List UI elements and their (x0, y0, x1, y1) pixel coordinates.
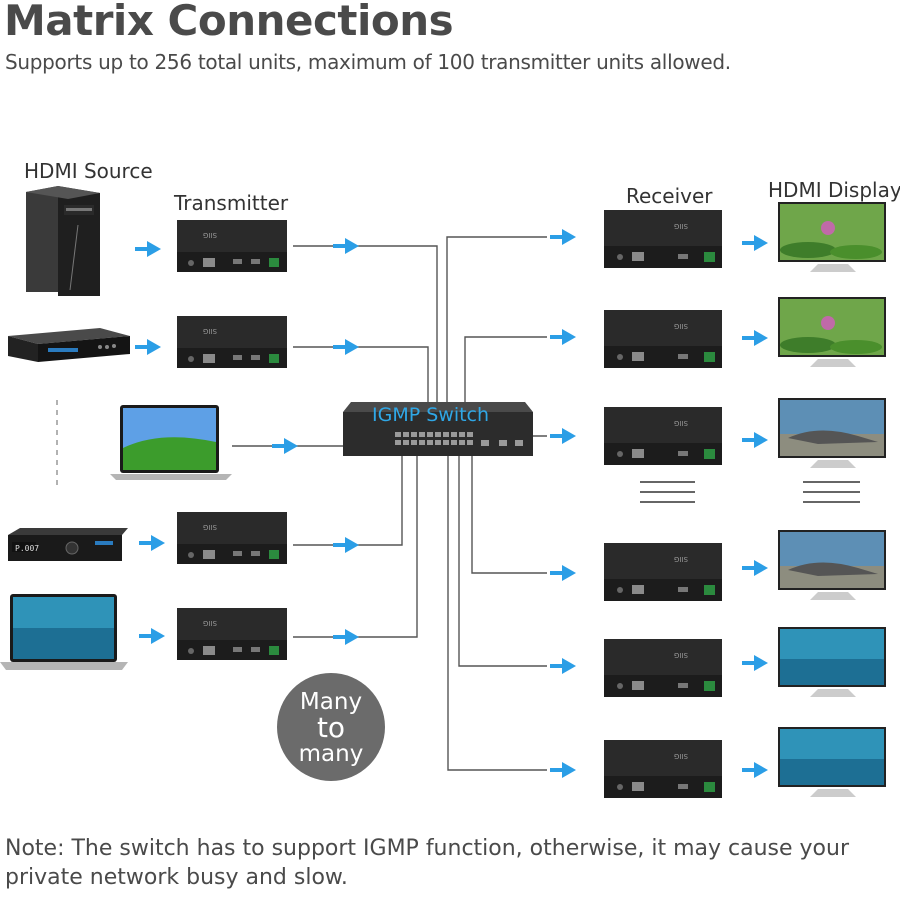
arrow-right-icon (550, 428, 576, 444)
receiver-unit-icon: SIIG (604, 210, 722, 268)
arrow-right-icon (333, 537, 359, 553)
set-top-box-display: P.007 (15, 544, 39, 553)
badge-line-2: to (316, 711, 346, 744)
brand-logo: SIIG (203, 231, 217, 239)
arrow-right-icon (333, 339, 359, 355)
receiver-unit-icon: SIIG (604, 543, 722, 601)
monitor-icon (778, 627, 886, 697)
arrow-right-icon (742, 655, 768, 671)
arrow-right-icon (333, 629, 359, 645)
wire-tx-4 (293, 455, 403, 546)
monitor-icon (778, 530, 886, 600)
arrow-right-icon (135, 241, 161, 257)
wire-tx-1 (293, 245, 438, 412)
arrow-right-icon (550, 229, 576, 245)
receiver-unit-icon: SIIG (604, 639, 722, 697)
monitor-icon (778, 297, 886, 367)
arrow-right-icon (550, 329, 576, 345)
arrow-right-icon (139, 535, 165, 551)
brand-logo: SIIG (674, 222, 688, 230)
label-receiver: Receiver (626, 184, 713, 208)
monitor-icon (778, 398, 886, 468)
brand-logo: SIIG (203, 327, 217, 335)
arrow-right-icon (550, 762, 576, 778)
arrow-right-icon (742, 432, 768, 448)
wire-rx-4 (471, 455, 547, 574)
many-to-many-badge: Many to many (277, 673, 385, 781)
footnote: Note: The switch has to support IGMP fun… (5, 836, 850, 890)
label-transmitter: Transmitter (174, 191, 289, 215)
brand-logo: SIIG (674, 419, 688, 427)
brand-logo: SIIG (203, 619, 217, 627)
wire-rx-6 (447, 455, 547, 771)
arrow-right-icon (272, 438, 298, 454)
page-subtitle: Supports up to 256 total units, maximum … (5, 50, 731, 74)
wire-rx-5 (458, 455, 547, 667)
transmitter-unit-icon: SIIG (177, 512, 287, 564)
set-top-box-icon: P.007 (8, 528, 128, 561)
transmitter-unit-icon: SIIG (177, 220, 287, 272)
wire-rx-2 (464, 336, 547, 412)
arrow-right-icon (742, 330, 768, 346)
arrow-right-icon (742, 560, 768, 576)
laptop-icon (0, 594, 128, 670)
network-switch-icon (343, 402, 533, 456)
transmitter-unit-icon: SIIG (177, 608, 287, 660)
arrow-right-icon (742, 762, 768, 778)
receiver-unit-icon: SIIG (604, 310, 722, 368)
arrow-right-icon (135, 339, 161, 355)
monitor-icon (778, 727, 886, 797)
arrow-right-icon (742, 235, 768, 251)
brand-logo: SIIG (674, 752, 688, 760)
brand-logo: SIIG (203, 523, 217, 531)
label-hdmi-display: HDMI Display (768, 178, 900, 202)
brand-logo: SIIG (674, 555, 688, 563)
laptop-icon (110, 405, 232, 480)
tower-pc-icon (26, 186, 100, 296)
arrow-right-icon (333, 238, 359, 254)
arrow-right-icon (550, 658, 576, 674)
arrow-right-icon (139, 628, 165, 644)
page-title: Matrix Connections (4, 0, 454, 45)
dvd-player-icon (8, 328, 130, 362)
brand-logo: SIIG (674, 651, 688, 659)
badge-line-1: Many (299, 689, 363, 715)
brand-logo: SIIG (674, 322, 688, 330)
monitor-icon (778, 202, 886, 272)
receiver-unit-icon: SIIG (604, 407, 722, 465)
transmitter-unit-icon: SIIG (177, 316, 287, 368)
switch-label: IGMP Switch (372, 404, 490, 426)
arrow-right-icon (550, 565, 576, 581)
label-hdmi-source: HDMI Source (24, 159, 153, 183)
receiver-unit-icon: SIIG (604, 740, 722, 798)
badge-line-3: many (298, 741, 364, 767)
wire-rx-1 (446, 236, 547, 412)
